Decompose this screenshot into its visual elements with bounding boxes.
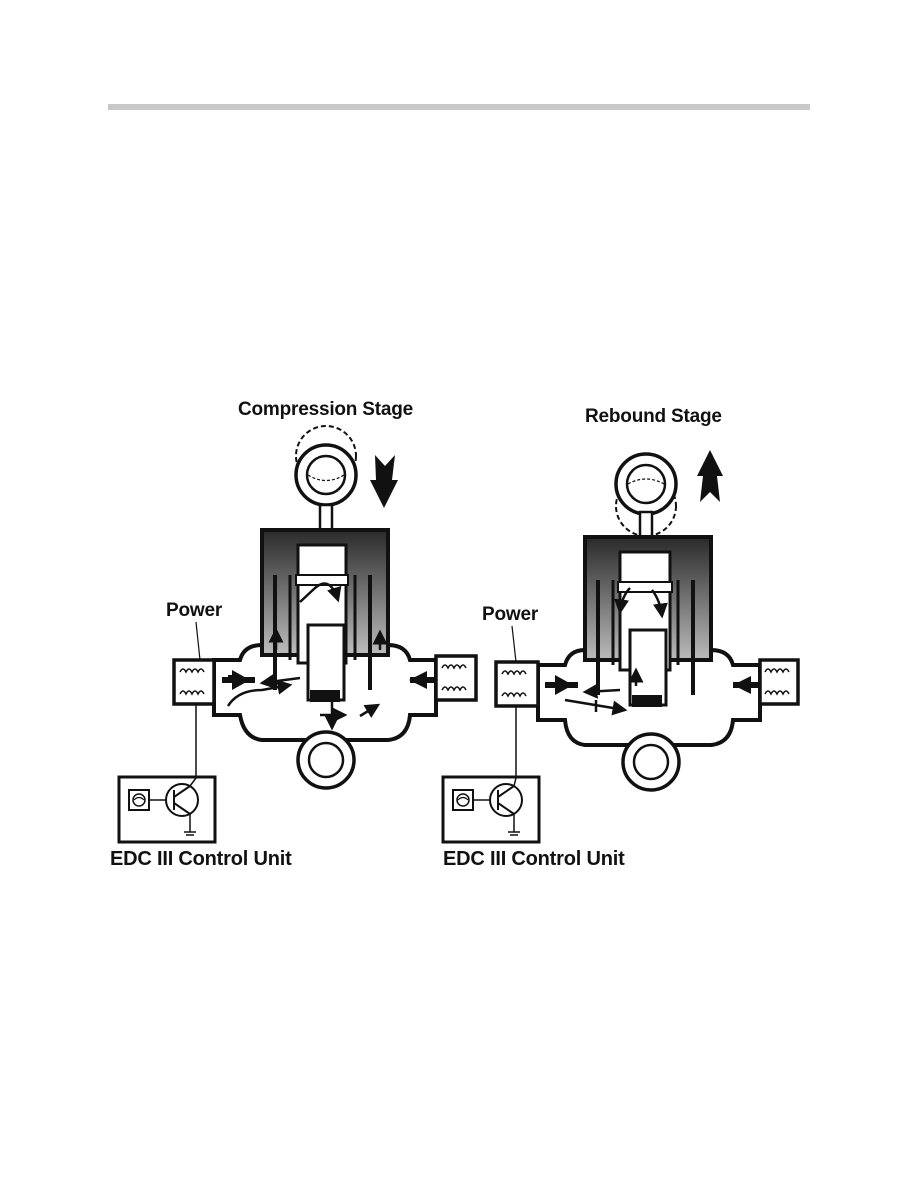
power-label-right: Power xyxy=(482,604,539,625)
left-solenoid-coil-rebound xyxy=(494,660,540,708)
lower-mount-eye xyxy=(296,730,356,790)
valve-body xyxy=(212,528,438,742)
control-unit-label-left: EDC III Control Unit xyxy=(110,848,292,870)
edc-control-unit-box-rebound xyxy=(441,775,541,844)
power-label-left: Power xyxy=(166,600,223,621)
right-solenoid-coil xyxy=(434,654,478,702)
control-unit-label-right: EDC III Control Unit xyxy=(443,848,625,870)
right-solenoid-coil-rebound xyxy=(758,658,800,706)
lower-mount-eye-rebound xyxy=(621,732,681,792)
rebound-stage-title: Rebound Stage xyxy=(585,406,722,427)
upper-mount-eye xyxy=(294,425,358,507)
left-solenoid-coil xyxy=(172,658,216,706)
rebound-stage-diagram xyxy=(441,450,800,844)
rebound-up-arrow xyxy=(697,450,723,502)
valve-body-rebound xyxy=(536,535,762,747)
compression-down-arrow xyxy=(370,455,398,508)
edc-control-unit-box xyxy=(117,775,217,844)
top-divider-rule xyxy=(108,104,810,110)
compression-stage-diagram xyxy=(117,425,478,844)
compression-stage-title: Compression Stage xyxy=(238,399,414,420)
upper-mount-eye-rebound xyxy=(614,452,678,537)
